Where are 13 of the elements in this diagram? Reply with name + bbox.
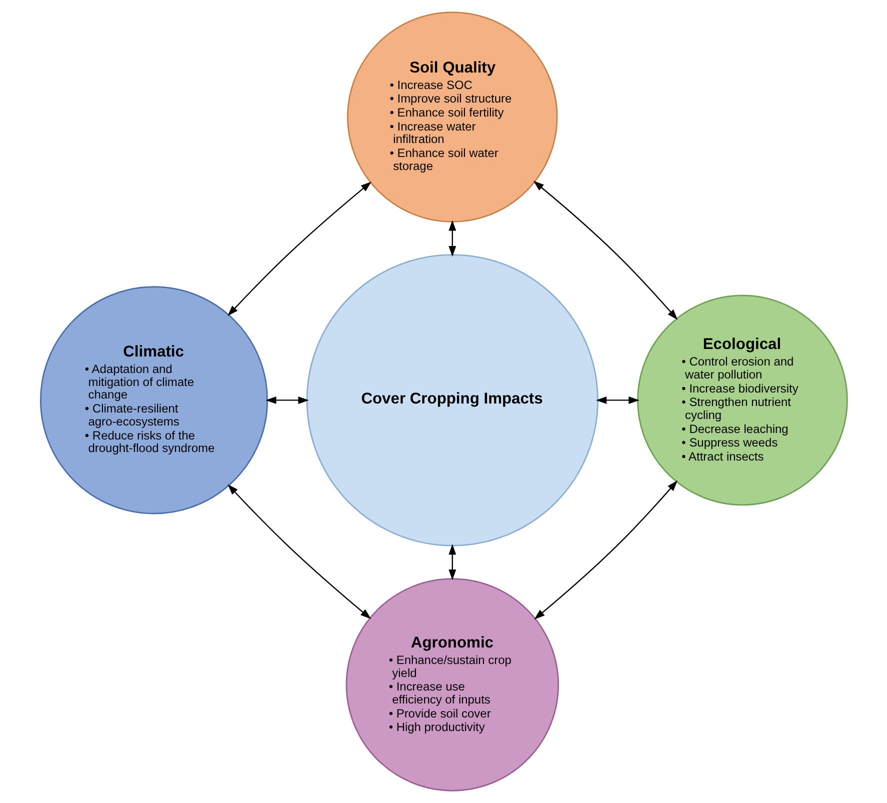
arrow [534, 480, 678, 620]
arrow [448, 544, 456, 580]
arrow [595, 396, 639, 404]
arrow [227, 484, 371, 619]
node-circle: Agronomic • Enhance/sustain crop yield • Increase use efficiency of inputs • Provide soil cover • High productivity [345, 578, 558, 792]
arrow [227, 182, 371, 316]
node-circle: Cover Cropping Impacts [306, 254, 598, 546]
node-circle: Climatic • Adaptation and mitigation of climate change • Climate-resilient agro-ecosystems • Reduce risks of the drought-flood syndrome [39, 286, 268, 514]
arrow [448, 220, 456, 257]
arrow [532, 180, 678, 320]
node-circle: Soil Quality • Increase SOC • Improve soil structure • Enhance soil fertility • Increase water infiltration • Enhance soil water storage [346, 12, 558, 222]
arrow [265, 396, 308, 404]
node-circle: Ecological • Control erosion and water pollution • Increase biodiversity • Strengthen nutrient cycling • Decrease leaching • Suppress weeds • Attract insects [636, 294, 848, 506]
